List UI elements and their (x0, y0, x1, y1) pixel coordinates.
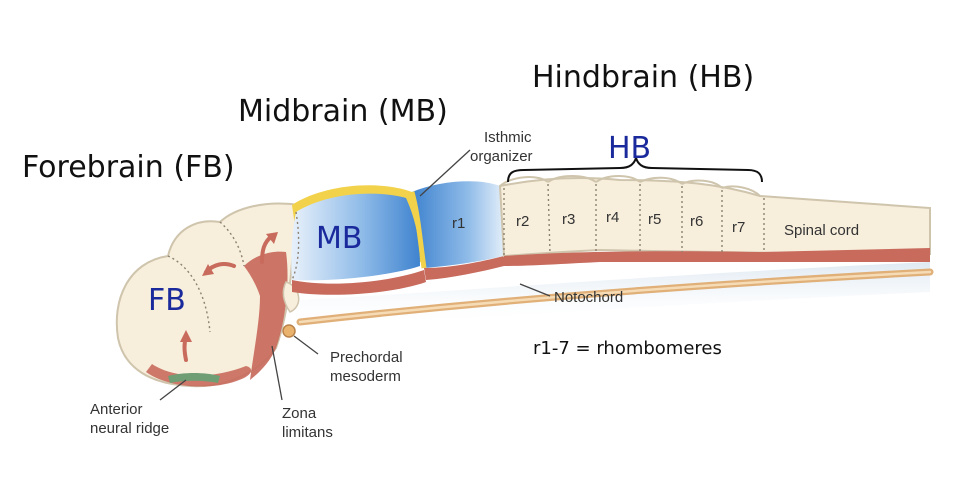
prechordal-mesoderm-dot (282, 324, 296, 338)
hb-label: HB (608, 131, 651, 166)
midbrain-body (291, 193, 420, 281)
isthmic-label-line1: Isthmic (484, 129, 532, 146)
rhombomere-r1 (412, 181, 506, 268)
rhombomere-label-r1: r1 (452, 215, 465, 232)
midbrain-title: Midbrain (MB) (238, 94, 448, 129)
spinal-cord-label: Spinal cord (784, 222, 859, 239)
forebrain-title: Forebrain (FB) (22, 150, 235, 185)
anterior-label-line2: neural ridge (90, 420, 169, 437)
hindbrain-title: Hindbrain (HB) (532, 60, 755, 95)
hb-brace (507, 154, 763, 183)
anterior-label-line1: Anterior (90, 401, 143, 418)
notochord-label: Notochord (554, 289, 623, 306)
prechordal-label-line2: mesoderm (330, 368, 401, 385)
zona-limitans-wedge (244, 251, 288, 380)
rhombomeres-note: r1-7 = rhombomeres (533, 338, 722, 359)
rhombomere-label-r7: r7 (732, 219, 745, 236)
prechordal-label-line1: Prechordal (330, 349, 403, 366)
rhombomere-label-r3: r3 (562, 211, 575, 228)
zona-label-line1: Zona (282, 405, 317, 422)
rhombomere-label-r4: r4 (606, 209, 619, 226)
rhombomere-label-r5: r5 (648, 211, 661, 228)
isthmic-label-line2: organizer (470, 148, 533, 165)
hindbrain-mesoderm (504, 248, 930, 266)
zona-label-line2: limitans (282, 424, 333, 441)
rhombomere-label-r2: r2 (516, 213, 529, 230)
mb-label: MB (316, 221, 362, 256)
fb-label: FB (148, 283, 186, 318)
anterior-neural-ridge (168, 373, 220, 383)
rhombomere-label-r6: r6 (690, 213, 703, 230)
